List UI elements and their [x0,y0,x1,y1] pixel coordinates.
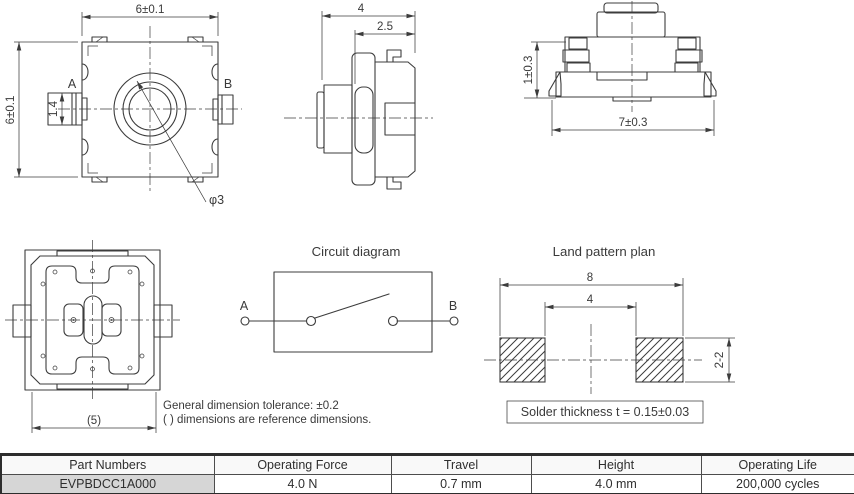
left-leg-shape [548,71,562,97]
land-overall-width-dimension: 8 [499,272,684,336]
button-outer-circle [113,72,187,146]
land-pattern-title: Land pattern plan [553,244,656,259]
header-operating-force: Operating Force [213,454,392,475]
dim-land-overall: 8 [587,272,593,284]
side-body-outline [374,61,416,178]
side-body-dimension: 2.5 [354,21,415,84]
terminal-b-shape [212,94,234,125]
solder-thickness-note: Solder thickness t = 0.15±0.03 [506,400,704,424]
front-width-dimension: 7±0.3 [551,100,715,136]
dim-front-terminal-height: 1±0.3 [523,56,535,85]
circuit-terminal-b-label: B [449,299,457,313]
cell-operating-force: 4.0 N [213,474,392,494]
front-view: 1±0.3 7±0.3 [523,1,717,136]
dim-button-diameter: φ3 [209,193,224,207]
right-leg-shape [703,71,717,97]
land-pattern-plan: Land pattern plan 8 4 2-2 Solder thickne… [484,244,735,424]
circuit-box [273,271,433,353]
cell-travel: 0.7 mm [390,474,532,494]
plunger-tip-shape [316,91,325,149]
header-part-numbers: Part Numbers [0,454,215,475]
bottom-body-outline [24,249,161,391]
top-view-height-dimension: 6±0.1 [5,41,78,178]
circuit-terminal-a-node [240,316,250,326]
spec-table: Part Numbers Operating Force Travel Heig… [0,453,854,494]
header-travel: Travel [390,454,532,475]
dim-height-left: 6±0.1 [5,96,17,125]
header-operating-life: Operating Life [700,454,854,475]
reference-note: ( ) dimensions are reference dimensions. [163,414,371,426]
bottom-ref-dimension: (5) [31,392,157,433]
button-diameter-dimension: φ3 [136,80,224,207]
cell-operating-life: 200,000 cycles [700,474,854,494]
bottom-terminal-right [153,304,173,338]
cell-part-number: EVPBDCC1A000 [0,474,215,494]
dim-pad-height: 2-2 [714,352,726,369]
solder-pad-right [635,337,684,383]
dim-bottom-ref: (5) [87,415,101,427]
terminal-a-shape [47,92,88,126]
bottom-terminal-left [12,304,32,338]
solder-pad-left [499,337,546,383]
circuit-diagram-title: Circuit diagram [312,244,401,259]
plunger-cap-shape [603,2,659,14]
top-view-width-dimension: 6±0.1 [81,4,219,36]
front-terminal-height-dimension: 1±0.3 [523,41,566,99]
side-total-dimension: 4 [321,3,416,80]
dim-land-gap: 4 [587,294,594,306]
tolerance-note: General dimension tolerance: ±0.2 [163,400,339,412]
cell-height: 4.0 mm [530,474,702,494]
technical-drawing-canvas: 6±0.1 6±0.1 1.4 A B φ3 [5,1,735,433]
header-height: Height [530,454,702,475]
terminal-width-dimension: 1.4 [48,93,65,125]
circuit-terminal-a-label: A [240,299,249,313]
land-gap-dimension: 4 [544,294,637,336]
pad-height-dimension: 2-2 [685,337,735,383]
dim-terminal-width: 1.4 [48,100,60,117]
top-view: 6±0.1 6±0.1 1.4 A B φ3 [5,4,242,207]
dim-width-top: 6±0.1 [136,4,165,16]
terminal-a-label: A [68,77,77,91]
solder-thickness-text: Solder thickness t = 0.15±0.03 [521,405,689,419]
front-body-outline [564,36,701,73]
spec-table-header-row: Part Numbers Operating Force Travel Heig… [0,454,854,475]
spec-table-data-row: EVPBDCC1A000 4.0 N 0.7 mm 4.0 mm 200,000… [0,474,854,494]
terminal-b-label: B [224,77,232,91]
side-view: 4 2.5 [284,3,433,190]
dim-side-total: 4 [358,3,365,15]
bottom-view: (5) [5,240,180,433]
dim-side-body: 2.5 [377,21,393,33]
switch-contact-arm [314,293,390,319]
circuit-diagram: Circuit diagram A B [240,244,459,353]
dim-front-width: 7±0.3 [619,117,648,129]
general-notes: General dimension tolerance: ±0.2 ( ) di… [163,400,371,426]
circuit-terminal-b-node [449,316,459,326]
